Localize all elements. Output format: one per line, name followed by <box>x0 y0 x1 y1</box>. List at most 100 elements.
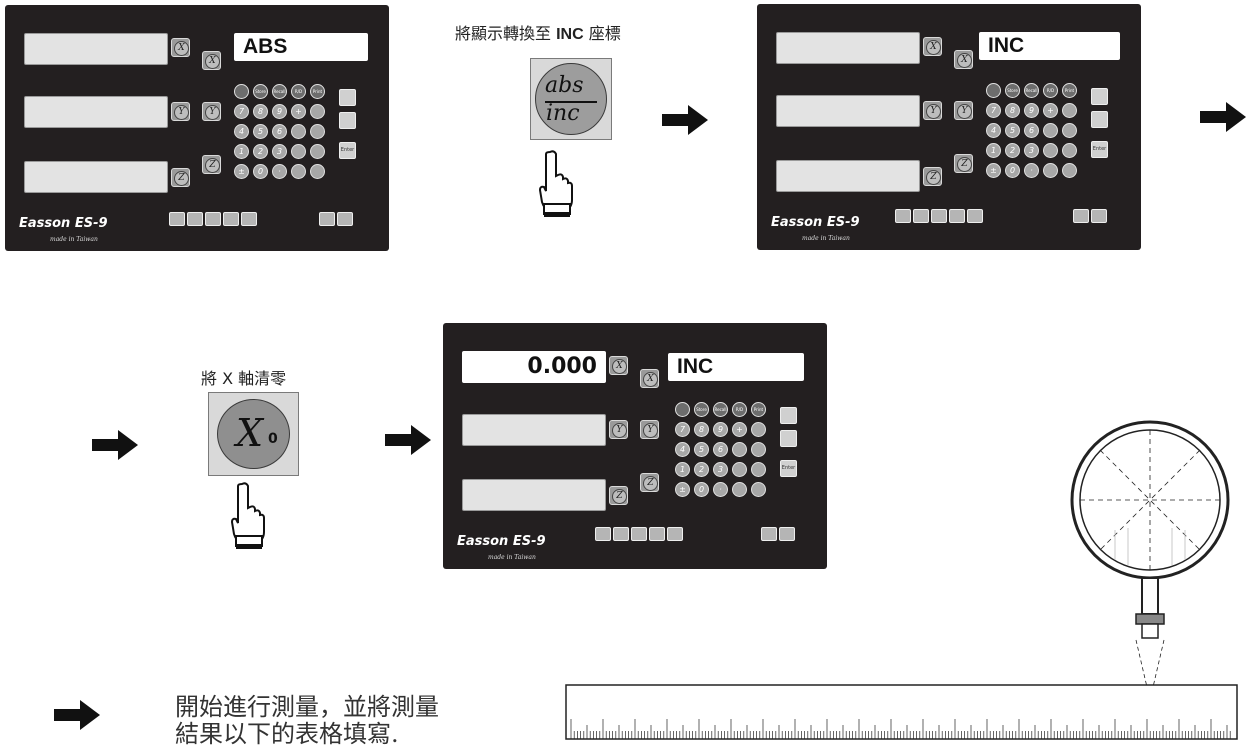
digit-0-key[interactable]: 0 <box>253 164 268 179</box>
recall-key[interactable]: Recall <box>1024 83 1039 98</box>
function-key[interactable] <box>675 402 690 417</box>
arc-key[interactable] <box>291 144 306 159</box>
digit-8-key[interactable]: 8 <box>694 422 709 437</box>
digit-1-key[interactable]: 1 <box>986 143 1001 158</box>
mode-switch-key[interactable] <box>1073 209 1089 223</box>
digit-7-key[interactable]: 7 <box>234 104 249 119</box>
refresh-key[interactable] <box>751 422 766 437</box>
up-arrow-key[interactable] <box>780 407 797 424</box>
digit-7-key[interactable]: 7 <box>986 103 1001 118</box>
in-mm-key[interactable] <box>967 209 983 223</box>
digit-1-key[interactable]: 1 <box>234 144 249 159</box>
arc-key[interactable] <box>1043 143 1058 158</box>
angle-key[interactable] <box>751 462 766 477</box>
digit-9-key[interactable]: 9 <box>1024 103 1039 118</box>
down-arrow-key[interactable] <box>339 112 356 129</box>
sign-key[interactable]: ± <box>675 482 690 497</box>
sign-key[interactable]: ± <box>986 163 1001 178</box>
slash-key[interactable] <box>751 442 766 457</box>
down-arrow-key[interactable] <box>1091 111 1108 128</box>
rd-key[interactable]: R/D <box>291 84 306 99</box>
enter-key[interactable]: Enter <box>1091 141 1108 158</box>
abs-inc-key[interactable] <box>169 212 185 226</box>
half-key[interactable] <box>613 527 629 541</box>
digit-5-key[interactable]: 5 <box>253 124 268 139</box>
decimal-key[interactable]: · <box>272 164 287 179</box>
plus-key[interactable]: + <box>291 104 306 119</box>
x-zero-key[interactable]: X <box>640 369 659 388</box>
store-key[interactable]: Store <box>253 84 268 99</box>
function-key[interactable] <box>234 84 249 99</box>
digit-2-key[interactable]: 2 <box>1005 143 1020 158</box>
sign-key[interactable]: ± <box>234 164 249 179</box>
x-zero-key[interactable]: X <box>202 51 221 70</box>
digit-6-key[interactable]: 6 <box>272 124 287 139</box>
slash-key[interactable] <box>1062 123 1077 138</box>
digit-6-key[interactable]: 6 <box>713 442 728 457</box>
in-mm-key[interactable] <box>667 527 683 541</box>
mode-switch-key[interactable] <box>761 527 777 541</box>
digit-3-key[interactable]: 3 <box>713 462 728 477</box>
plus-key[interactable]: + <box>732 422 747 437</box>
digit-5-key[interactable]: 5 <box>694 442 709 457</box>
refresh-key[interactable] <box>310 104 325 119</box>
y-zero-key[interactable]: Y <box>640 420 659 439</box>
z-axis-key[interactable]: Z <box>923 167 942 186</box>
ref-key[interactable] <box>931 209 947 223</box>
digit-3-key[interactable]: 3 <box>1024 143 1039 158</box>
bolt-hole-key[interactable] <box>1043 163 1058 178</box>
z-zero-key[interactable]: Z <box>202 155 221 174</box>
angle-key[interactable] <box>310 144 325 159</box>
taper-key[interactable] <box>751 482 766 497</box>
x-zero-key[interactable]: X <box>954 50 973 69</box>
digit-4-key[interactable]: 4 <box>986 123 1001 138</box>
sdm-key[interactable] <box>649 527 665 541</box>
recall-key[interactable]: Recall <box>272 84 287 99</box>
ref-key[interactable] <box>631 527 647 541</box>
rd-key[interactable]: R/D <box>732 402 747 417</box>
angle-key[interactable] <box>1062 143 1077 158</box>
enter-key[interactable]: Enter <box>339 142 356 159</box>
digit-3-key[interactable]: 3 <box>272 144 287 159</box>
abs-inc-key[interactable] <box>895 209 911 223</box>
rd-key[interactable]: R/D <box>1043 83 1058 98</box>
abs-inc-key[interactable] <box>595 527 611 541</box>
half-key[interactable] <box>187 212 203 226</box>
recall-key[interactable]: Recall <box>713 402 728 417</box>
z-axis-key[interactable]: Z <box>171 168 190 187</box>
decimal-key[interactable]: · <box>713 482 728 497</box>
store-key[interactable]: Store <box>694 402 709 417</box>
digit-2-key[interactable]: 2 <box>694 462 709 477</box>
digit-4-key[interactable]: 4 <box>234 124 249 139</box>
in-mm-key[interactable] <box>241 212 257 226</box>
up-arrow-key[interactable] <box>339 89 356 106</box>
z-zero-key[interactable]: Z <box>954 154 973 173</box>
digit-7-key[interactable]: 7 <box>675 422 690 437</box>
bolt-hole-key[interactable] <box>732 482 747 497</box>
tool-key[interactable] <box>291 124 306 139</box>
print-key[interactable]: Print <box>751 402 766 417</box>
y-zero-key[interactable]: Y <box>202 102 221 121</box>
digit-1-key[interactable]: 1 <box>675 462 690 477</box>
sdm-key[interactable] <box>223 212 239 226</box>
half-key[interactable] <box>913 209 929 223</box>
digit-8-key[interactable]: 8 <box>253 104 268 119</box>
x-axis-key[interactable]: X <box>923 37 942 56</box>
digit-4-key[interactable]: 4 <box>675 442 690 457</box>
up-arrow-key[interactable] <box>1091 88 1108 105</box>
decimal-key[interactable]: · <box>1024 163 1039 178</box>
y-axis-key[interactable]: Y <box>609 420 628 439</box>
digit-0-key[interactable]: 0 <box>1005 163 1020 178</box>
z-axis-key[interactable]: Z <box>609 486 628 505</box>
tool-key[interactable] <box>1043 123 1058 138</box>
enter-key[interactable]: Enter <box>780 460 797 477</box>
taper-key[interactable] <box>310 164 325 179</box>
digit-9-key[interactable]: 9 <box>272 104 287 119</box>
digit-8-key[interactable]: 8 <box>1005 103 1020 118</box>
digit-2-key[interactable]: 2 <box>253 144 268 159</box>
bolt-hole-key[interactable] <box>291 164 306 179</box>
refresh-key[interactable] <box>1062 103 1077 118</box>
ce-key[interactable] <box>1091 209 1107 223</box>
print-key[interactable]: Print <box>1062 83 1077 98</box>
sdm-key[interactable] <box>949 209 965 223</box>
